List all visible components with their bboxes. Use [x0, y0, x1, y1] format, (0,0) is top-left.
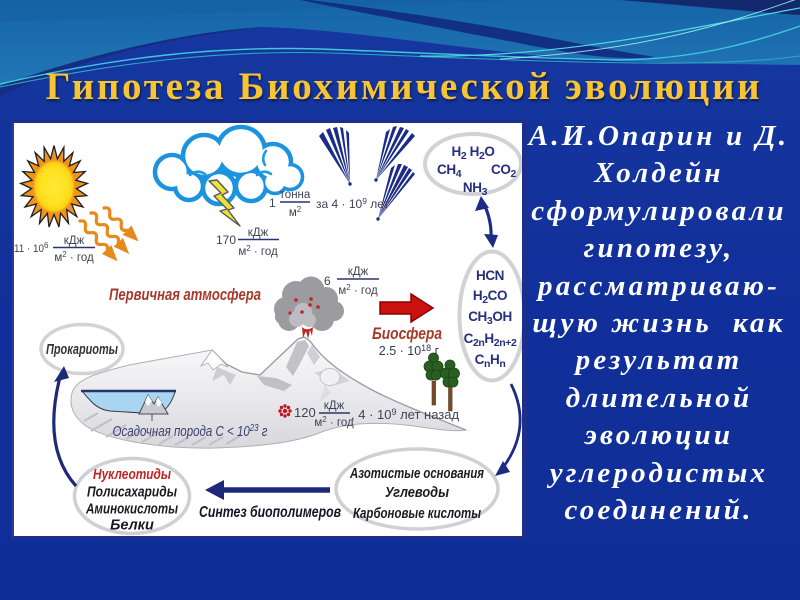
- svg-text:кДж: кДж: [248, 227, 269, 239]
- svg-text:кДж: кДж: [348, 266, 369, 278]
- svg-text:Азотистые основания: Азотистые основания: [349, 466, 484, 482]
- svg-text:Карбоновые кислоты: Карбоновые кислоты: [353, 506, 481, 522]
- svg-text:Осадочная порода С < 1023 г: Осадочная порода С < 1023 г: [113, 423, 268, 440]
- svg-text:2.5 · 1018 г: 2.5 · 1018 г: [379, 343, 440, 358]
- svg-text:за 4 · 109 лет: за 4 · 109 лет: [316, 196, 390, 211]
- svg-text:H2CO: H2CO: [473, 288, 507, 306]
- svg-text:Углеводы: Углеводы: [385, 485, 450, 501]
- svg-text:Белки: Белки: [110, 518, 154, 534]
- svg-text:м2 · год: м2 · год: [314, 415, 354, 429]
- svg-text:Аминокислоты: Аминокислоты: [85, 502, 178, 518]
- svg-text:м2 · год: м2 · год: [338, 283, 378, 297]
- svg-text:170: 170: [216, 233, 236, 247]
- svg-text:1: 1: [269, 196, 276, 210]
- svg-text:11 · 10: 11 · 10: [14, 243, 44, 255]
- svg-text:м2: м2: [289, 205, 302, 219]
- svg-text:CH3OH: CH3OH: [468, 309, 512, 327]
- svg-text:6: 6: [324, 274, 331, 288]
- svg-text:Нуклеотиды: Нуклеотиды: [93, 467, 171, 483]
- svg-text:м2 · год: м2 · год: [54, 250, 94, 264]
- svg-text:6: 6: [44, 241, 49, 250]
- svg-text:тонна: тонна: [280, 189, 311, 201]
- svg-text:HCN: HCN: [476, 268, 504, 283]
- svg-text:кДж: кДж: [64, 235, 85, 247]
- svg-text:CO2: CO2: [491, 162, 516, 180]
- svg-text:Первичная атмосфера: Первичная атмосфера: [109, 286, 261, 304]
- svg-text:Биосфера: Биосфера: [372, 324, 442, 343]
- svg-text:кДж: кДж: [324, 400, 345, 412]
- svg-text:Прокариоты: Прокариоты: [46, 341, 118, 358]
- svg-text:, 4 · 109 лет назад: , 4 · 109 лет назад: [351, 407, 459, 422]
- svg-text:CnHn: CnHn: [475, 352, 506, 370]
- svg-text:Синтез биополимеров: Синтез биополимеров: [199, 504, 341, 521]
- svg-text:Полисахариды: Полисахариды: [87, 485, 178, 501]
- svg-text:м2 · год: м2 · год: [238, 244, 278, 258]
- svg-text:120: 120: [294, 405, 316, 420]
